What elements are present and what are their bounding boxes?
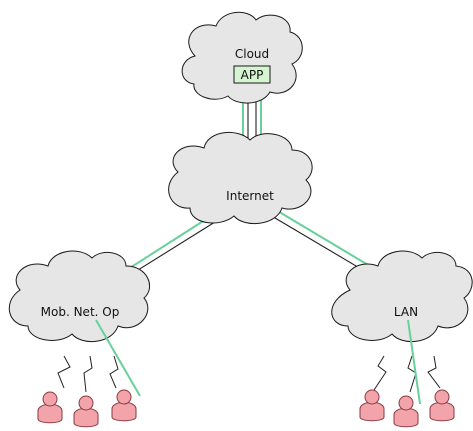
lightning-icon [109,355,119,389]
app-label: APP [241,68,264,82]
lan-label: LAN [394,305,418,319]
cloud-node: Cloud APP [181,11,303,104]
mobile-operator-label: Mob. Net. Op [41,305,120,319]
user-icon [359,389,385,422]
internet-node: Internet [168,131,313,225]
link-lan-user [407,319,421,405]
lan-node: LAN [331,250,473,343]
mobile-wireless-links [57,355,119,393]
mobile-operator-cloud-shape [8,250,151,343]
lightning-icon [83,355,93,393]
mobile-operator-node: Mob. Net. Op [8,250,151,343]
user-icon [37,391,63,424]
user-icon [393,395,419,428]
internet-label: Internet [226,189,274,203]
user-icon [111,389,137,422]
internet-cloud-shape [168,131,313,225]
link-mobile-operator-user [95,319,141,397]
lightning-icon [57,355,71,389]
lightning-icon [373,355,387,391]
lightning-icon [427,355,441,389]
app-box [233,65,271,84]
user-icon [73,395,99,428]
mobile-users [37,389,137,428]
lan-wireless-links [373,355,441,393]
cloud-label: Cloud [235,47,269,61]
lightning-icon [407,355,417,393]
user-icon [429,389,455,422]
lan-users [359,389,455,428]
